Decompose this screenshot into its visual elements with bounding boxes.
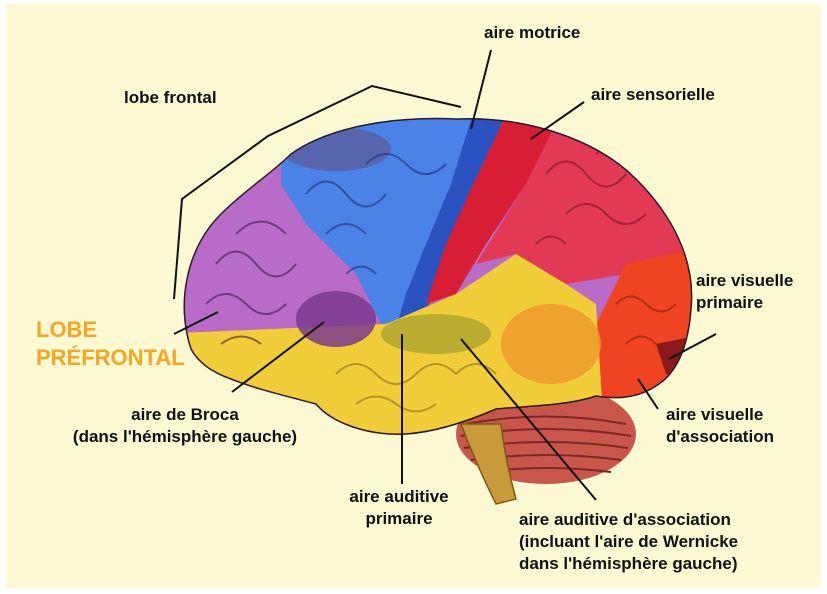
label-prefrontal-lobe: LOBE PRÉFRONTAL <box>36 316 185 372</box>
label-frontal-lobe: lobe frontal <box>124 87 217 109</box>
diagram-canvas: aire motrice lobe frontal aire sensoriel… <box>6 4 821 588</box>
broca-region <box>296 291 376 347</box>
label-auditory-association-area: aire auditive d'association (incluant l'… <box>519 509 738 575</box>
label-motor-area: aire motrice <box>484 22 580 44</box>
label-primary-visual-area: aire visuelle primaire <box>696 270 793 314</box>
auditory-primary-region <box>381 314 491 354</box>
label-sensory-area: aire sensorielle <box>591 84 715 106</box>
label-broca-area: aire de Broca (dans l'hémisphère gauche) <box>30 404 340 448</box>
label-visual-association-area: aire visuelle d'association <box>666 404 774 448</box>
auditory-association-region <box>501 304 601 384</box>
label-primary-auditory-area: aire auditive primaire <box>324 486 474 530</box>
